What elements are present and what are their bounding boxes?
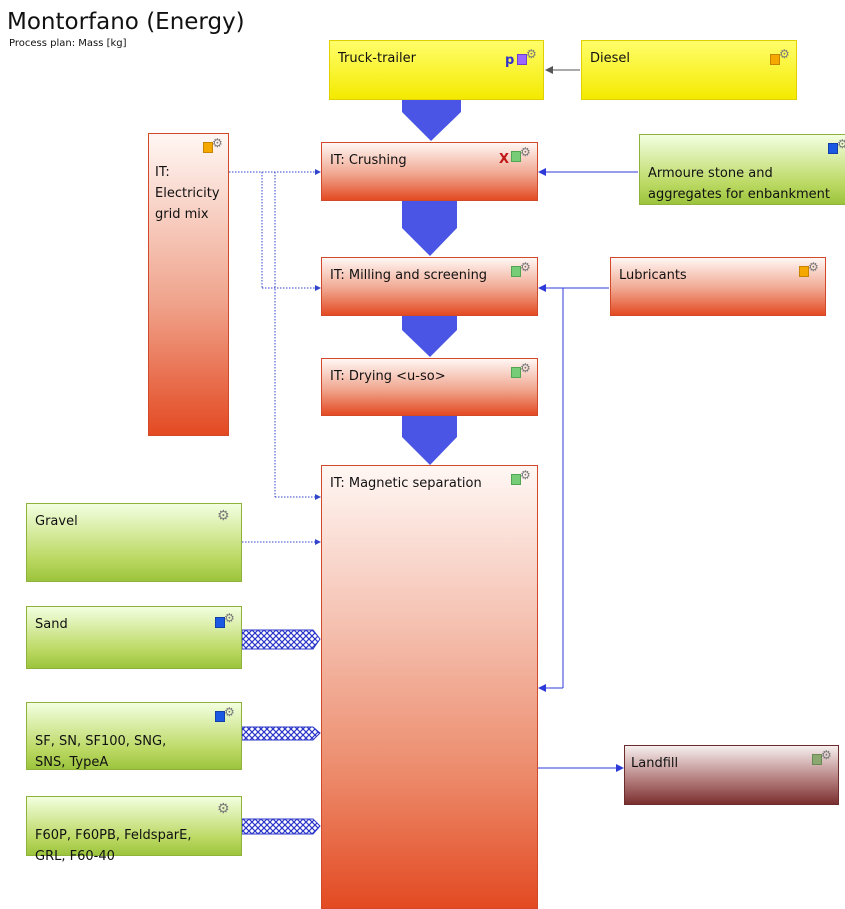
- process-label: SF, SN, SF100, SNG, SNS, TypeA: [35, 734, 167, 770]
- flow-sand-to-magnetic: [241, 629, 321, 650]
- gear-icon: ⚙: [520, 260, 531, 274]
- process-label: Sand: [35, 617, 68, 632]
- process-label: Lubricants: [619, 268, 687, 283]
- process-truck-trailer[interactable]: Truck-trailer p ⚙: [329, 40, 544, 100]
- gear-icon: ⚙: [837, 137, 845, 151]
- gear-icon: ⚙: [779, 47, 790, 61]
- process-label: Armoure stone and aggregates for enbankm…: [648, 166, 830, 202]
- process-milling-screening[interactable]: IT: Milling and screening ⚙: [321, 257, 538, 316]
- process-type-icon: [215, 617, 225, 628]
- process-label: Landfill: [631, 756, 679, 771]
- process-crushing[interactable]: IT: Crushing X ⚙: [321, 142, 538, 201]
- process-type-icon: [799, 266, 809, 277]
- process-type-icon: [203, 142, 213, 153]
- flow-diesel-to-truck: [545, 66, 580, 74]
- flow-armoure-to-crushing: [538, 168, 638, 176]
- gear-icon: ⚙: [520, 145, 531, 159]
- process-type-icon: [215, 711, 225, 722]
- process-type-icon: [770, 54, 780, 65]
- flow-sf-to-magnetic: [241, 726, 321, 741]
- process-f60p-mix[interactable]: F60P, F60PB, FeldsparE, GRL, F60-40 ⚙: [26, 796, 242, 864]
- process-drying[interactable]: IT: Drying <u-so> ⚙: [321, 358, 538, 416]
- process-diesel[interactable]: Diesel ⚙: [581, 40, 797, 100]
- gear-icon: ⚙: [217, 508, 230, 524]
- flow-electricity-dotted: [229, 171, 316, 498]
- flow-milling-to-drying: [402, 316, 457, 357]
- gear-icon: ⚙: [821, 748, 832, 762]
- arrowhead: [315, 169, 321, 175]
- flow-f60p-to-magnetic: [241, 818, 321, 835]
- gear-icon: ⚙: [808, 260, 819, 274]
- excluded-marker: X: [499, 152, 510, 167]
- flow-crushing-to-milling: [402, 201, 457, 256]
- process-sf-sn-mix[interactable]: SF, SN, SF100, SNG, SNS, TypeA ⚙: [26, 702, 242, 770]
- arrowhead: [315, 285, 321, 291]
- process-label: IT: Drying <u-so>: [330, 369, 446, 384]
- process-label: Truck-trailer: [338, 51, 416, 66]
- gear-icon: ⚙: [526, 47, 537, 61]
- page-subtitle: Process plan: Mass [kg]: [9, 38, 127, 49]
- flow-gravel-to-magnetic: [242, 539, 321, 545]
- process-label: IT: Magnetic separation: [330, 476, 482, 491]
- process-label: Gravel: [35, 514, 78, 529]
- flow-magnetic-to-landfill: [538, 764, 624, 772]
- process-type-icon: [812, 754, 822, 765]
- gear-icon: ⚙: [217, 801, 230, 817]
- process-type-icon: [511, 266, 521, 277]
- process-label: Diesel: [590, 51, 631, 66]
- page-title: Montorfano (Energy): [7, 9, 245, 35]
- gear-icon: ⚙: [520, 468, 531, 482]
- arrowhead: [315, 494, 321, 500]
- process-type-icon: [828, 143, 838, 154]
- flow-lubricants: [538, 284, 609, 692]
- process-electricity-grid-mix[interactable]: IT: Electricity grid mix ⚙: [148, 133, 229, 436]
- parameter-marker: p: [505, 53, 515, 68]
- process-type-icon: [511, 367, 521, 378]
- gear-icon: ⚙: [520, 361, 531, 375]
- process-landfill[interactable]: Landfill ⚙: [624, 745, 839, 805]
- process-type-icon: [511, 151, 521, 162]
- process-label: IT: Crushing: [330, 153, 407, 168]
- process-type-icon: [517, 54, 527, 65]
- process-lubricants[interactable]: Lubricants ⚙: [610, 257, 826, 316]
- gear-icon: ⚙: [224, 705, 235, 719]
- flow-drying-to-magnetic: [402, 416, 457, 465]
- gear-icon: ⚙: [212, 136, 223, 150]
- gear-icon: ⚙: [224, 611, 235, 625]
- process-label: F60P, F60PB, FeldsparE, GRL, F60-40: [35, 828, 192, 864]
- flow-truck-to-crushing: [402, 100, 461, 141]
- process-armoure-stone[interactable]: Armoure stone and aggregates for enbankm…: [639, 134, 845, 205]
- process-label: IT: Milling and screening: [330, 268, 488, 283]
- process-type-icon: [511, 474, 521, 485]
- process-gravel[interactable]: Gravel ⚙: [26, 503, 242, 582]
- process-sand[interactable]: Sand ⚙: [26, 606, 242, 669]
- process-magnetic-separation[interactable]: IT: Magnetic separation ⚙: [321, 465, 538, 909]
- process-label: IT: Electricity grid mix: [155, 165, 220, 222]
